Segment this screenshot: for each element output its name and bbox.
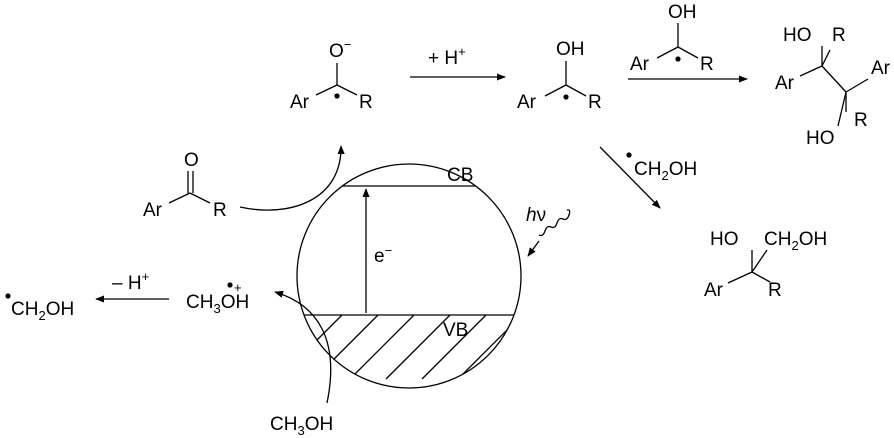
hole-transfer-arrow: [274, 290, 332, 404]
pinacol-ho-top: HO: [783, 25, 812, 46]
valence-band-hatching: [311, 315, 521, 380]
diol-r: R: [768, 280, 782, 301]
ketyl-oh: OH: [556, 39, 585, 60]
ketone-molecule: O Ar R: [143, 150, 227, 221]
photon-arrow: [527, 240, 540, 257]
deprotonation-label: – H+: [112, 269, 149, 294]
pinacol-r-bottom: R: [854, 110, 868, 131]
diol-ch2oh: CH2OH: [764, 229, 827, 253]
photon-label: hν: [526, 205, 546, 226]
pinacol-ho-bottom: HO: [806, 128, 835, 149]
methanol-radical-cation: CH3OH +: [186, 280, 249, 316]
reagent-r: R: [700, 54, 714, 75]
alkoxide-aryl: Ar: [290, 92, 310, 113]
ketone-oxygen: O: [184, 150, 199, 171]
radical-dot: [5, 293, 11, 299]
radical-dot: [334, 93, 340, 99]
methanol-label: CH3OH: [270, 414, 333, 438]
reagent-oh: OH: [668, 2, 697, 23]
pinacol-aryl-right: Ar: [871, 58, 891, 79]
ketone-aryl: Ar: [143, 200, 163, 221]
ketyl-radical-reagent: OH Ar R: [630, 2, 714, 75]
diol-ho: HO: [710, 229, 739, 250]
pinacol-product: HO R Ar Ar HO R: [775, 25, 891, 149]
particle-circle: [296, 163, 522, 389]
photon-wave-icon: [538, 209, 571, 237]
pinacol-aryl-left: Ar: [775, 73, 795, 94]
radical-dot: [227, 282, 233, 288]
protonation-label: + H+: [428, 44, 466, 69]
diol-product: HO CH2OH Ar R: [704, 229, 827, 301]
ketyl-radical: OH Ar R: [517, 39, 602, 113]
light-excitation: hν: [526, 205, 571, 257]
diol-aryl: Ar: [704, 280, 724, 301]
radical-cation-charge: +: [234, 280, 242, 295]
radical-dot: [563, 94, 569, 100]
ketone-r: R: [213, 200, 227, 221]
conduction-band-label: CB: [447, 165, 473, 186]
ketyl-aryl: Ar: [517, 92, 537, 113]
ketyl-r: R: [588, 92, 602, 113]
valence-band-label: VB: [443, 320, 468, 341]
radical-addition-arrow: [599, 146, 661, 209]
electron-label: e−: [374, 243, 392, 267]
alkoxide-oxygen: O−: [329, 37, 351, 62]
methanol-radical-cation-label: CH3OH: [186, 292, 249, 316]
alkoxide-r: R: [359, 92, 373, 113]
reagent-aryl: Ar: [630, 54, 650, 75]
hydroxymethyl-radical-product: CH2OH: [11, 299, 74, 323]
hydroxymethyl-radical-reagent: CH2OH: [634, 159, 697, 183]
semiconductor-particle: CB VB e−: [296, 163, 522, 389]
radical-dot: [626, 152, 632, 158]
electron-transfer-arrow: [239, 145, 345, 211]
pinacol-r-top: R: [832, 25, 846, 46]
radical-dot: [675, 56, 681, 62]
alkoxide-radical-anion: O− Ar R: [290, 37, 373, 113]
